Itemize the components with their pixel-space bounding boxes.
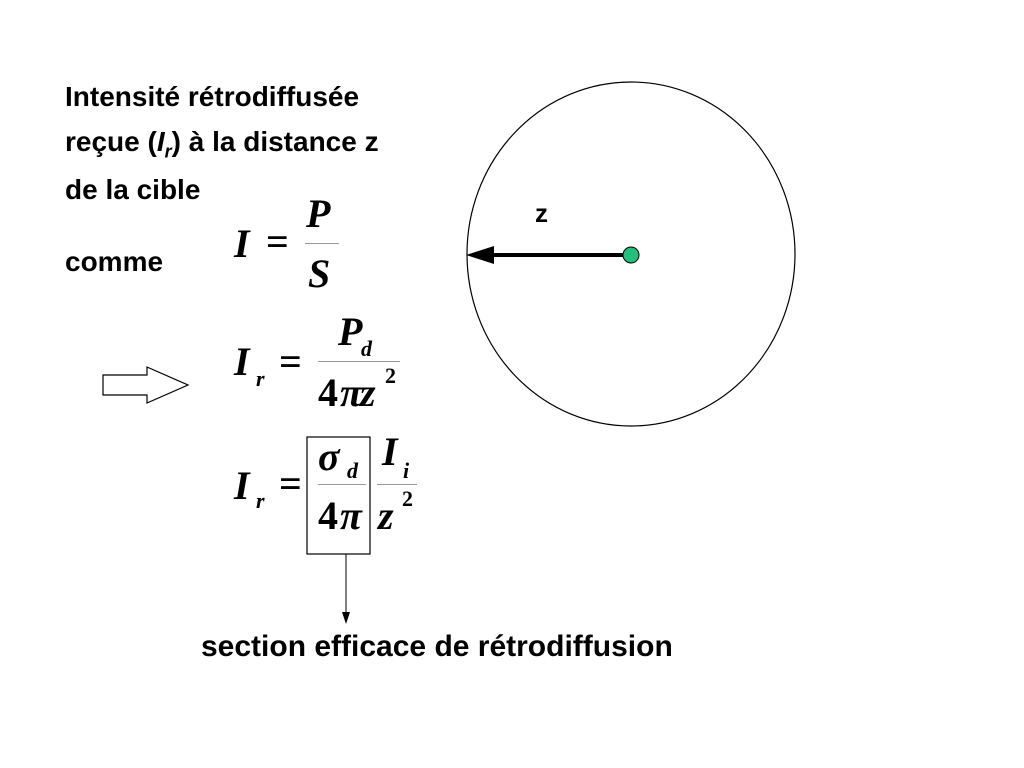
eq3-lhs: I [234, 463, 250, 508]
heading-line-2: reçue (Ir) à la distance z [65, 126, 379, 162]
intro-heading: Intensité rétrodiffusée reçue (Ir) à la … [65, 74, 379, 212]
eq3-fraction-bar-1 [318, 484, 366, 485]
eq3-den-exp: 2 [402, 486, 413, 511]
eq2-lhs: I [234, 339, 250, 384]
eq3-sigma: σ [318, 434, 340, 479]
eq3-num-I: I [382, 429, 398, 474]
comme-label: comme [65, 246, 164, 277]
eq1-denominator: S [308, 251, 331, 296]
eq2-den-coef: 4 [318, 370, 338, 415]
eq3-equals: = [279, 461, 302, 506]
eq3-num-I-sub: i [403, 458, 410, 483]
eq3-sigma-sub: d [347, 458, 358, 483]
eq1-lhs: I [234, 221, 250, 266]
radius-arrow-head [466, 246, 494, 264]
eq2-num-sub: d [361, 336, 372, 361]
eq1-equals: = [266, 219, 289, 264]
eq2-numerator: P [338, 309, 363, 354]
eq2-den-pi: π [340, 370, 362, 415]
z-label: z [535, 198, 548, 228]
target-circle [466, 81, 796, 427]
eq2-fraction-bar [318, 361, 400, 362]
eq3-fraction-bar-2 [377, 484, 417, 485]
implies-arrow-icon [102, 366, 190, 404]
eq2-equals: = [279, 339, 302, 384]
eq2-den-exp: 2 [385, 363, 396, 388]
eq1-numerator: P [306, 191, 331, 236]
heading-var-I: I [156, 126, 165, 157]
eq3-den-pi: π [340, 493, 362, 538]
eq2-den-var: z [360, 370, 376, 415]
eq3-den-coef: 4 [318, 493, 338, 538]
eq3-lhs-sub: r [256, 488, 265, 513]
heading-line-3: de la cible [65, 173, 201, 205]
eq3-den-z: z [378, 493, 394, 538]
heading-sub-r: r [164, 141, 172, 162]
cross-section-caption: section efficace de rétrodiffusion [201, 630, 673, 663]
heading-line-1: Intensité rétrodiffusée [65, 81, 360, 112]
center-dot [622, 246, 640, 264]
eq2-lhs-sub: r [256, 366, 265, 391]
down-arrow-head [342, 612, 350, 624]
eq1-fraction-bar [305, 243, 339, 244]
cross-section-box [306, 436, 371, 555]
